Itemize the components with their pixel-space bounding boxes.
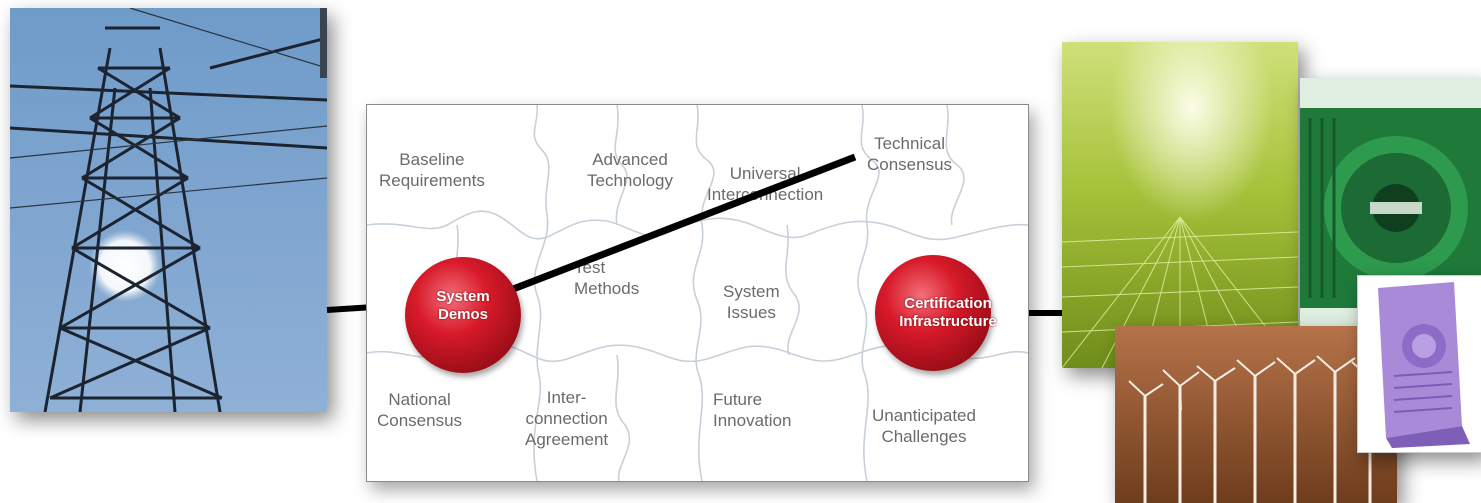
purple-device-illustration <box>1358 276 1481 452</box>
puzzle-panel: Baseline Requirements Advanced Technolog… <box>366 104 1029 482</box>
piece-baseline-requirements: Baseline Requirements <box>379 150 485 190</box>
piece-future-innovation: Future Innovation <box>713 390 792 430</box>
piece-interconnection-agreement: Inter- connection Agreement <box>525 388 609 449</box>
piece-universal-interconnection: Universal Interconnection <box>707 164 824 204</box>
certification-infrastructure-node <box>875 255 991 371</box>
system-demos-label: System Demos <box>436 288 490 323</box>
transmission-tower-illustration <box>10 8 327 412</box>
piece-unanticipated-challenges: Unanticipated Challenges <box>872 406 976 446</box>
piece-national-consensus: National Consensus <box>377 390 463 430</box>
piece-technical-consensus: Technical Consensus <box>867 134 953 174</box>
piece-system-issues: System Issues <box>723 282 780 322</box>
purple-device-photo <box>1357 275 1481 453</box>
wind-farm-photo <box>1115 326 1397 503</box>
wind-farm-illustration <box>1115 326 1397 503</box>
solar-array-photo <box>1062 42 1298 368</box>
solar-array-illustration <box>1062 42 1298 368</box>
transmission-tower-photo <box>10 8 327 412</box>
certification-infrastructure-label: Certification Infrastructure <box>899 295 997 330</box>
system-demos-node <box>405 257 521 373</box>
piece-advanced-technology: Advanced Technology <box>587 150 674 190</box>
piece-test-methods: Test Methods <box>574 258 640 298</box>
